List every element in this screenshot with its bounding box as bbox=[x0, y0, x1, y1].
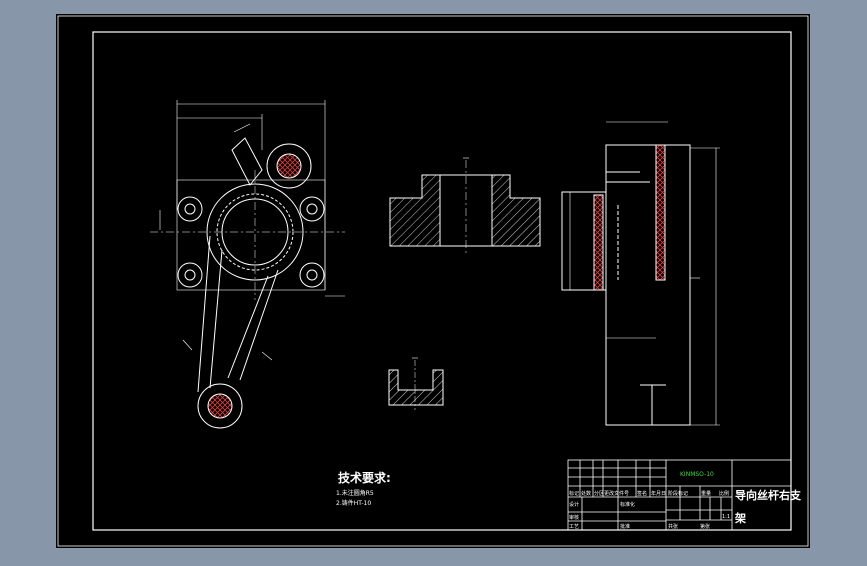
tech-requirements-title: 技术要求: bbox=[338, 470, 391, 485]
outer-border bbox=[57, 15, 809, 547]
cell-design: 设计 bbox=[569, 501, 579, 508]
front-view bbox=[150, 100, 345, 429]
cell-sheets: 共张 bbox=[668, 523, 678, 530]
cell-standardize: 标准化 bbox=[620, 501, 635, 508]
cell-sheet-no: 第张 bbox=[700, 523, 710, 530]
paper-sheet bbox=[56, 14, 810, 548]
part-name-line2: 架 bbox=[734, 511, 746, 525]
cell-change-doc: 更改文件号 bbox=[604, 490, 629, 497]
cell-process: 工艺 bbox=[569, 524, 579, 530]
cell-approve: 批准 bbox=[620, 523, 630, 530]
cell-review: 审核 bbox=[569, 514, 579, 521]
cell-ratio: 比例 bbox=[719, 490, 729, 497]
title-block bbox=[567, 459, 792, 531]
cell-stage-mark: 阶段标记 bbox=[668, 490, 688, 497]
drawing-number: KINMSO-10 bbox=[680, 471, 714, 478]
cell-count: 处数 bbox=[581, 490, 591, 497]
part-name-line1: 导向丝杆右支 bbox=[735, 488, 802, 502]
cell-date: 年月日 bbox=[651, 490, 666, 497]
cell-mark: 标记 bbox=[569, 490, 579, 497]
inner-frame bbox=[92, 31, 792, 531]
cell-sign: 签名 bbox=[637, 490, 647, 497]
title-block-text: KINMSO-10 导向丝杆右支 架 1:1 标记 处数 分区 更改文件号 签名… bbox=[569, 471, 802, 530]
tech-requirement-item-1: 1.未注圆角R5 bbox=[336, 489, 374, 497]
tech-requirement-item-2: 2.铸件HT-10 bbox=[336, 499, 371, 507]
scale-value: 1:1 bbox=[722, 514, 730, 520]
section-view bbox=[388, 157, 541, 410]
tech-requirements: 技术要求: 1.未注圆角R5 2.铸件HT-10 bbox=[336, 470, 391, 507]
side-view bbox=[561, 121, 720, 426]
cell-weight: 重量 bbox=[701, 490, 711, 497]
cell-zone: 分区 bbox=[594, 490, 604, 497]
